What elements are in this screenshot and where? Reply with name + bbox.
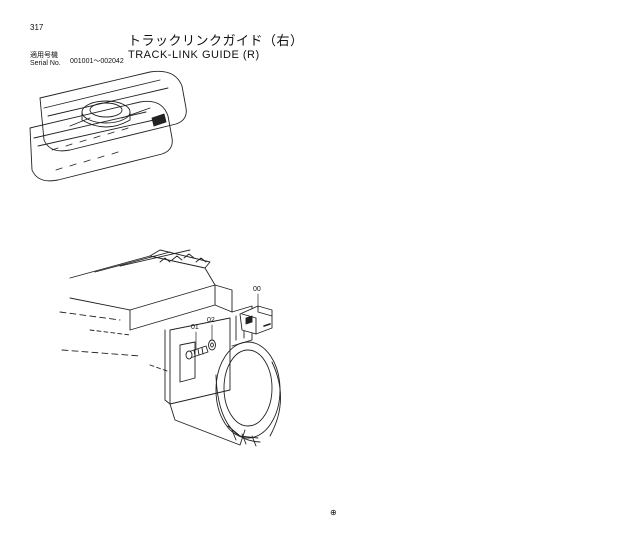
bolt-part bbox=[185, 345, 209, 360]
page-number: 317 bbox=[30, 23, 44, 32]
title-japanese: トラックリンクガイド（右） bbox=[128, 33, 304, 48]
title-english: TRACK-LINK GUIDE (R) bbox=[128, 49, 260, 61]
washer-part bbox=[208, 339, 216, 351]
leader-lines bbox=[195, 293, 259, 351]
serial-range: 001001～002042 bbox=[70, 58, 124, 65]
undercarriage-overview bbox=[29, 70, 187, 182]
registration-mark: ⊕ bbox=[330, 508, 337, 517]
callout-part-02: 02 bbox=[207, 317, 215, 324]
track-link-guide-part bbox=[239, 305, 273, 335]
callout-part-01: 01 bbox=[191, 324, 199, 331]
serial-label-english: Serial No. bbox=[30, 60, 61, 67]
serial-label-japanese: 適用号機 bbox=[30, 52, 58, 59]
callout-part-00: 00 bbox=[253, 286, 261, 293]
track-frame-main bbox=[59, 249, 281, 447]
